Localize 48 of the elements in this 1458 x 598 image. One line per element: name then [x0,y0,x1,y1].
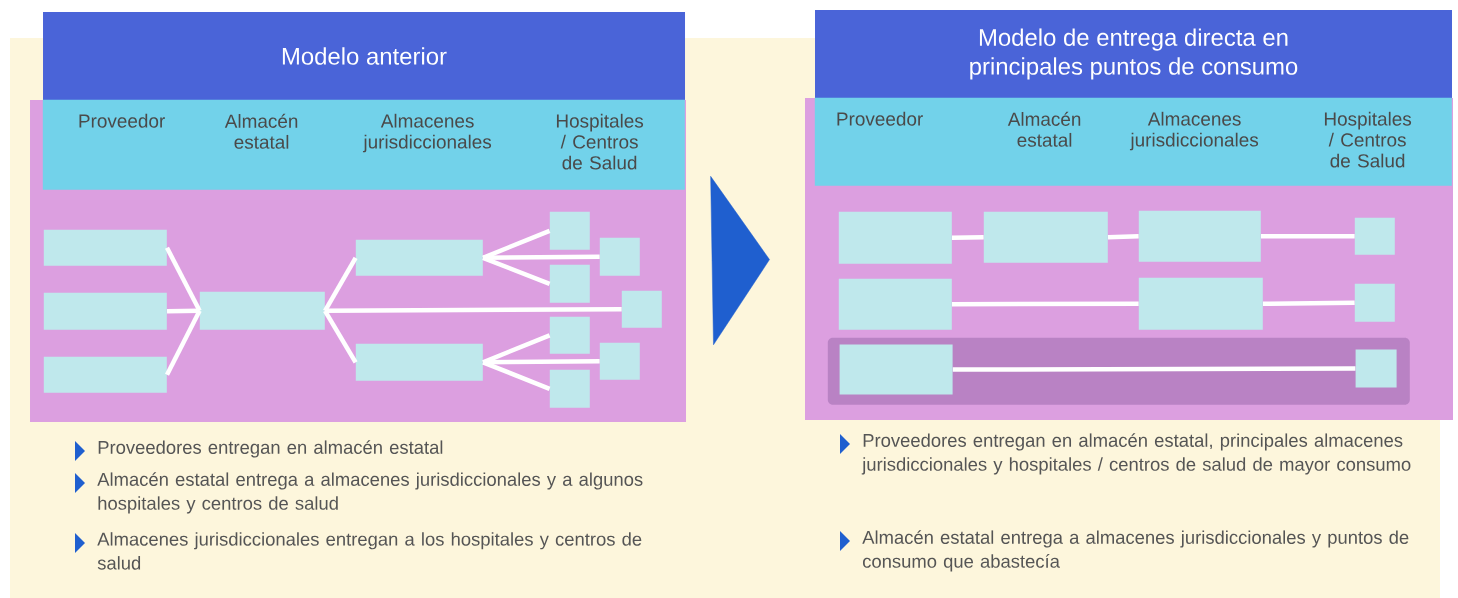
process-box [599,342,640,380]
connector-line [166,308,200,314]
title-band: Modelo de entrega directa en principales puntos de consumo [815,10,1452,98]
connector-line [1107,234,1139,240]
connector-line [323,309,358,364]
connector-line [952,301,1139,307]
process-box [549,264,590,303]
process-box [549,211,590,250]
bullet-item: Almacén estatal entrega a almacenes jurisdiccionales y puntos de consumo que abastecía [840,530,1409,572]
title-band: Modelo anterior [43,12,685,100]
connector-line [165,246,202,312]
process-box [1355,349,1397,388]
process-box [549,369,590,408]
process-box [838,278,952,330]
bullet-item: Almacén estatal entrega a almacenes jurisdiccionales y a algunos hospitales y centros de salud [75,472,643,514]
connector-line [323,256,358,312]
chevron-arrow [710,176,770,345]
connector-line [1262,300,1355,307]
process-box [839,344,953,395]
connector-line [482,255,551,286]
connector-line [165,309,202,376]
process-box [1138,210,1261,262]
connector-line [482,228,551,260]
column-header-band: Proveedor Almacén estatal Almacenes jurisdiccionales Hospitales / Centros de Salud [42,99,685,190]
bullet-item: Proveedores entregan en almacén estatal, principales almacenes jurisdiccionales y hospitales / centros de salud de mayor consumo [840,433,1411,475]
process-box [1354,217,1395,255]
process-box [838,211,952,264]
column-header-band: Proveedor Almacén estatal Almacenes jurisdiccionales Hospitales / Centros de Salud [814,97,1452,186]
process-box [1354,283,1395,322]
process-box [355,343,483,381]
process-box [43,356,167,393]
connector-line [1261,234,1355,239]
process-box [43,229,167,266]
process-box [621,290,662,328]
connector-line [482,360,551,391]
bullet-item: Proveedores entregan en almacén estatal [75,440,443,461]
process-box [983,211,1108,263]
process-box [599,237,640,276]
process-box [199,291,325,330]
connector-line [483,359,600,365]
connector-line [325,307,622,314]
connector-line [951,235,984,241]
connector-line [952,366,1356,372]
process-box [1138,277,1263,330]
process-box [355,239,483,276]
process-box [549,316,590,354]
process-box [43,292,167,330]
bullet-item: Almacenes jurisdiccionales entregan a los hospitales y centros de salud [75,532,642,570]
